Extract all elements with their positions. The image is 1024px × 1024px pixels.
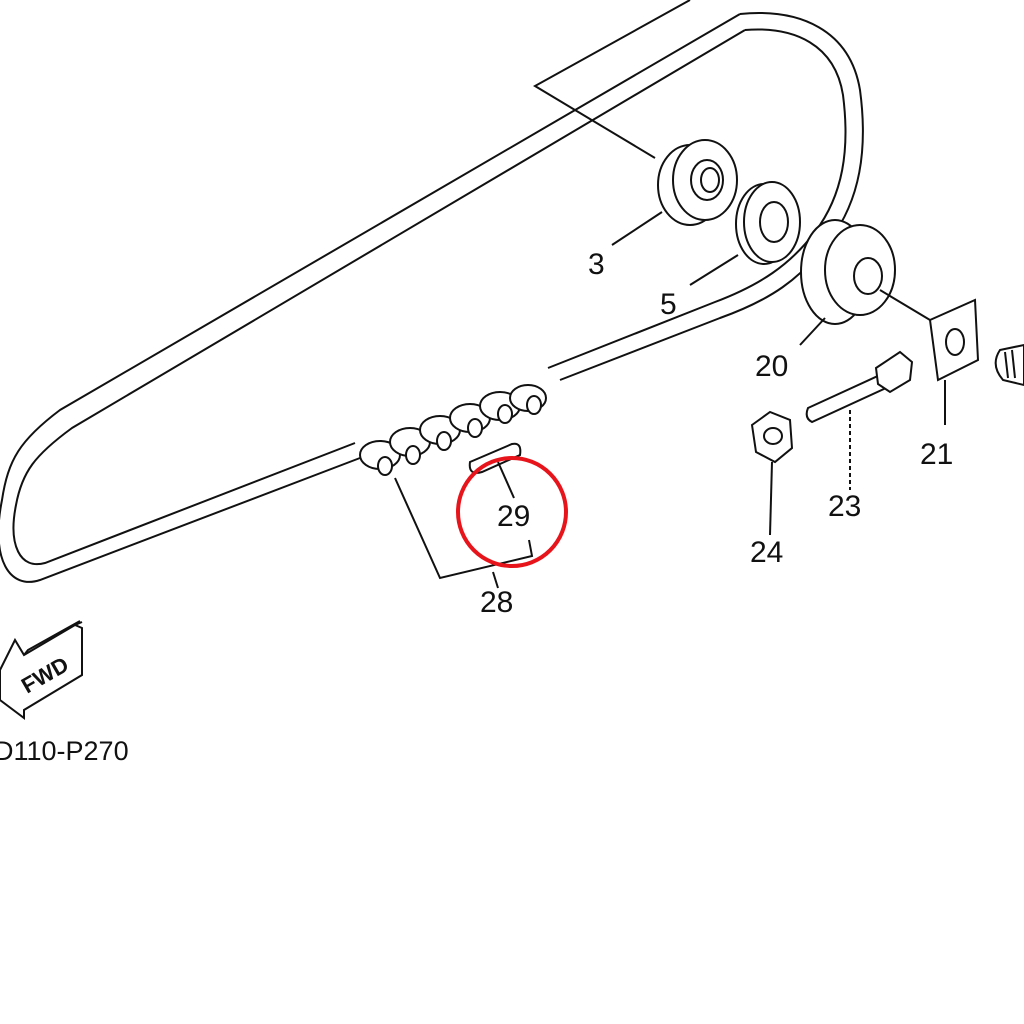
bearing-part-3 <box>657 139 738 226</box>
label-part-24: 24 <box>750 536 784 569</box>
label-part-5: 5 <box>660 288 677 321</box>
leader-top <box>532 0 691 159</box>
chain-links <box>359 384 547 476</box>
highlight-circle <box>456 456 568 568</box>
label-part-21: 21 <box>920 438 954 471</box>
bolt-part-23 <box>805 350 914 490</box>
label-part-20: 20 <box>755 350 789 383</box>
collar-part-20 <box>800 219 896 325</box>
chain-loop-inner <box>12 28 847 566</box>
chain-loop-outer <box>0 12 864 583</box>
fwd-arrow-icon: FWD <box>0 620 83 720</box>
adjuster-plate-part-21 <box>928 298 980 425</box>
nut-part-24 <box>750 410 794 536</box>
label-part-29: 29 <box>497 500 531 533</box>
leader-28 <box>394 477 534 589</box>
label-part-28: 28 <box>480 586 514 619</box>
label-part-3: 3 <box>588 248 605 281</box>
oil-seal-part-5 <box>735 181 801 265</box>
diagram-code: D110-P270 <box>0 736 129 766</box>
bolt-edge <box>994 343 1024 387</box>
leader-29 <box>497 461 515 499</box>
label-part-23: 23 <box>828 490 862 523</box>
